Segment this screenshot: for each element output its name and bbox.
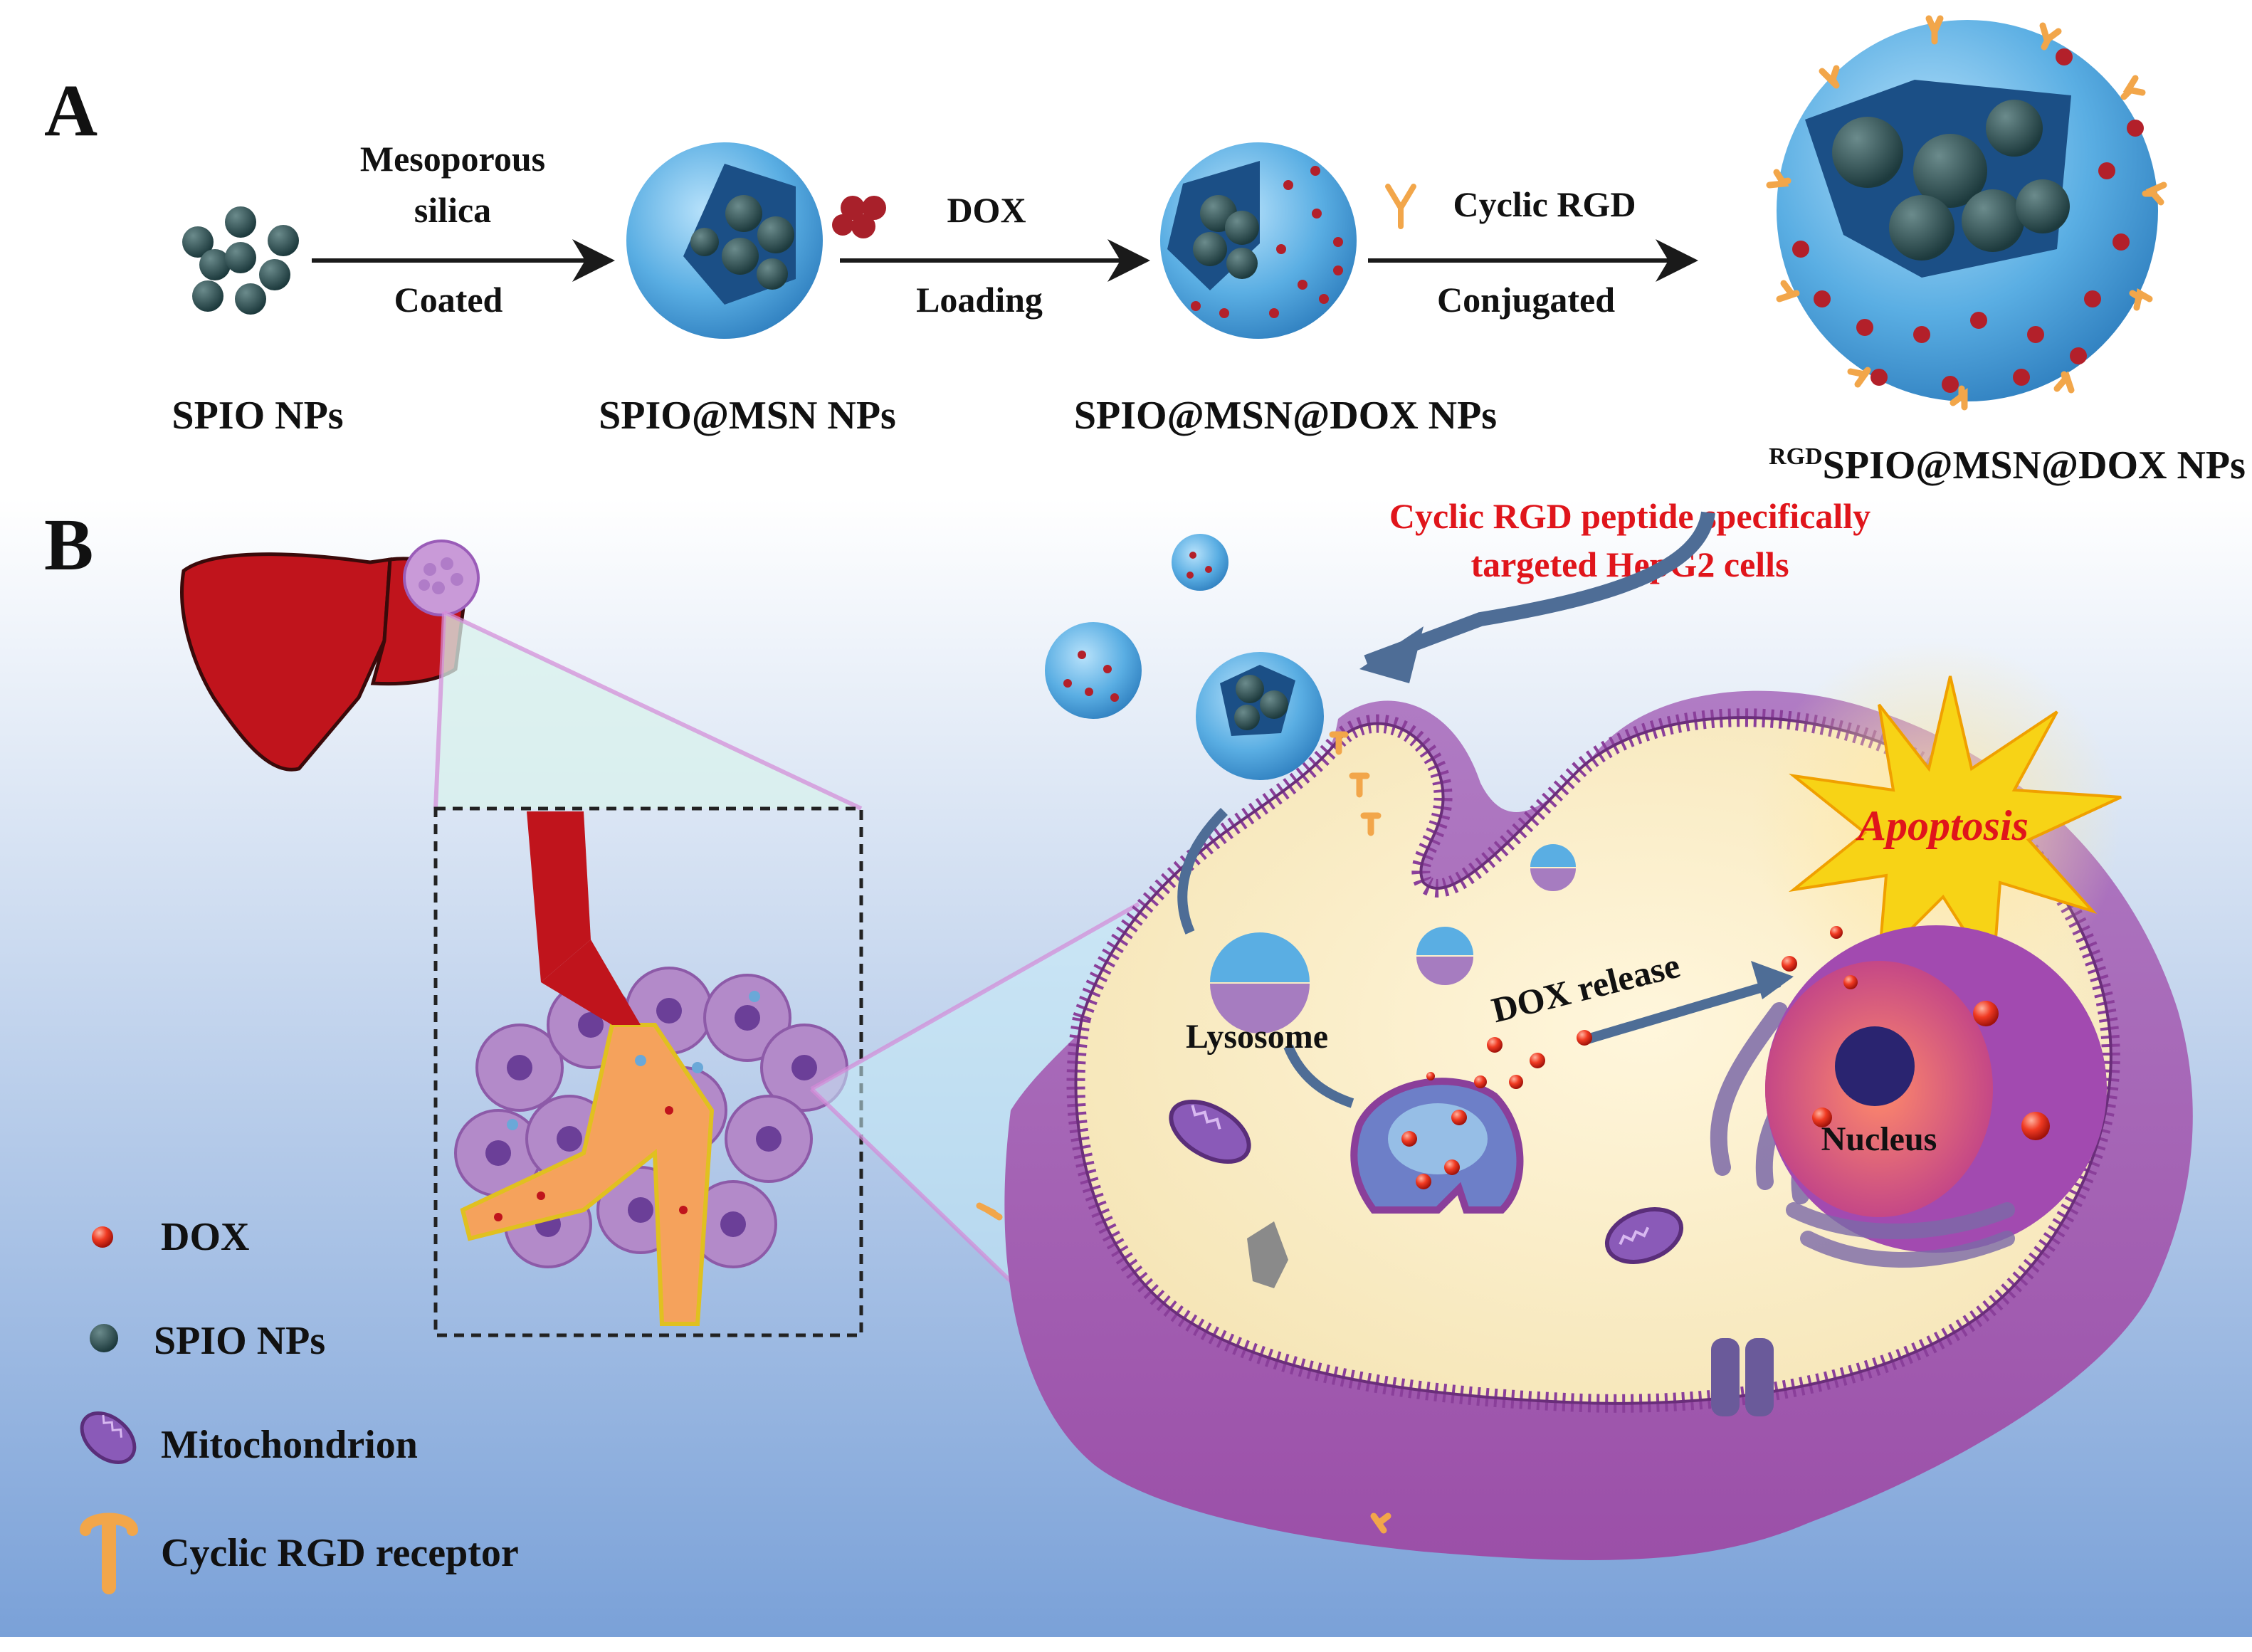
step1-top2-label: silica <box>414 190 491 230</box>
step2-top-label: DOX <box>947 190 1026 230</box>
product-2-name: SPIO@MSN NPs <box>599 394 896 438</box>
apoptosis-label: Apoptosis <box>1855 802 2029 849</box>
liver-illustration <box>180 540 480 772</box>
legend-rgd-receptor-label: Cyclic RGD receptor <box>161 1531 519 1575</box>
mitochondrion-1 <box>1169 1099 1251 1164</box>
tumor-tissue <box>454 811 848 1326</box>
rgd-receptor-icon <box>80 1512 138 1594</box>
step2-bottom-label: Loading <box>916 280 1043 320</box>
mitochondrion-2 <box>1604 1207 1684 1264</box>
dox-release-arrow <box>1586 977 1781 1044</box>
product-4-superscript: RGD <box>1769 443 1823 470</box>
zoom-edge-1 <box>443 610 863 811</box>
product-1-name: SPIO NPs <box>172 394 343 438</box>
panel-a-label: A <box>44 70 98 152</box>
spio-cluster <box>182 206 299 315</box>
dox-cluster-icon <box>832 196 886 238</box>
lysosome <box>1350 1078 1524 1214</box>
legend: DOX SPIO NPs Mitochondrion Cyclic RGD re… <box>80 1215 519 1594</box>
internalization-arrow <box>1177 808 1228 935</box>
product-3-name: SPIO@MSN@DOX NPs <box>1074 394 1497 438</box>
endosome-1 <box>1530 844 1576 891</box>
spio-msn-particle <box>626 142 823 339</box>
product-4-name: RGDSPIO@MSN@DOX NPs <box>1769 443 2246 488</box>
targeting-arrow <box>1364 511 1715 669</box>
lysosome-arrow <box>1283 1044 1354 1108</box>
nucleus <box>1765 925 2107 1268</box>
rgd-ligand-icon <box>1385 184 1416 229</box>
lysosome-label: Lysosome <box>1186 1018 1328 1056</box>
legend-dox-label: DOX <box>161 1215 249 1259</box>
zoom-edge-2 <box>433 611 446 809</box>
free-nanoparticle-1 <box>1172 534 1228 591</box>
zoom-cone-2 <box>811 904 1139 1281</box>
endosome-3 <box>1210 932 1310 1033</box>
spio-msn-dox-particle <box>1160 142 1357 339</box>
targeting-arrowhead <box>1359 626 1424 683</box>
panel-b-label: B <box>44 504 93 586</box>
targeting-note-line1: Cyclic RGD peptide specifically <box>1389 496 1870 536</box>
dox-dot-icon <box>92 1226 113 1248</box>
zoom-edge-4 <box>809 1087 1013 1283</box>
membrane-protein <box>1247 1221 1288 1288</box>
step1-bottom-label: Coated <box>394 280 503 320</box>
endosome-2 <box>1416 927 1473 985</box>
spio-dot-icon <box>90 1324 118 1352</box>
product-4-main: SPIO@MSN@DOX NPs <box>1823 443 2246 488</box>
released-dox <box>1426 926 1883 1089</box>
step3-top-label: Cyclic RGD <box>1453 184 1636 224</box>
membrane-rgd-receptors <box>976 731 1391 1534</box>
mitochondrion-icon <box>80 1411 137 1464</box>
step1-top-label: Mesoporous <box>360 139 545 179</box>
dox-release-arrowhead <box>1751 961 1794 999</box>
rgd-spio-msn-dox-particle <box>1766 15 2167 411</box>
apoptosis-star <box>1788 675 2122 980</box>
legend-mitochondrion-label: Mitochondrion <box>161 1423 418 1467</box>
nucleus-label: Nucleus <box>1821 1120 1937 1158</box>
zoom-edge-3 <box>810 902 1140 1091</box>
free-nanoparticle-2 <box>1045 622 1142 719</box>
step3-bottom-label: Conjugated <box>1437 280 1615 320</box>
membrane-channel <box>1711 1338 1774 1416</box>
legend-spio-label: SPIO NPs <box>154 1319 325 1363</box>
docking-nanoparticle <box>1196 652 1324 780</box>
